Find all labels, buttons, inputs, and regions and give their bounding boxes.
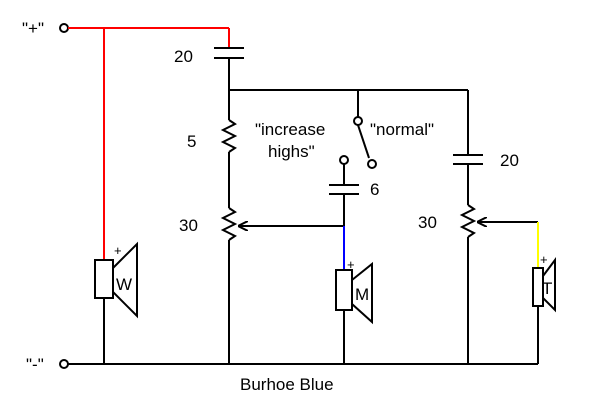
woofer-polarity-label: + (114, 243, 122, 258)
negative-terminal (59, 359, 69, 369)
treble-capacitor (329, 184, 359, 226)
woofer-speaker (94, 241, 138, 364)
tweeter-potentiometer (459, 204, 477, 364)
switch-increase-label-line1: "increase (255, 120, 325, 139)
positive-terminal-label: "+" (22, 19, 44, 38)
woofer-speaker-label: W (116, 275, 132, 294)
tweeter-capacitor-label: 20 (500, 151, 519, 170)
input-capacitor-label: 20 (174, 47, 193, 66)
positive-wire (68, 27, 230, 260)
series-resistor-label: 5 (187, 132, 196, 151)
midrange-pot-label: 30 (179, 216, 198, 235)
series-resistor (220, 90, 238, 208)
tweeter-speaker (532, 257, 556, 364)
midrange-speaker (335, 261, 373, 364)
midrange-potentiometer (220, 207, 238, 364)
switch-increase-label-line2: highs" (268, 142, 315, 161)
switch-normal-label: "normal" (370, 120, 434, 139)
input-capacitor (214, 47, 244, 90)
tweeter-polarity-label: + (540, 252, 548, 267)
tweeter-pot-label: 30 (418, 213, 437, 232)
highs-switch (339, 90, 377, 185)
negative-terminal-label: "-" (26, 355, 44, 374)
treble-capacitor-label: 6 (370, 180, 379, 199)
tweeter-speaker-label: T (542, 279, 552, 298)
diagram-caption: Burhoe Blue (240, 375, 334, 394)
midrange-polarity-label: + (347, 257, 355, 272)
midrange-speaker-label: M (355, 285, 369, 304)
positive-terminal (59, 23, 69, 33)
tweeter-capacitor (453, 90, 483, 205)
